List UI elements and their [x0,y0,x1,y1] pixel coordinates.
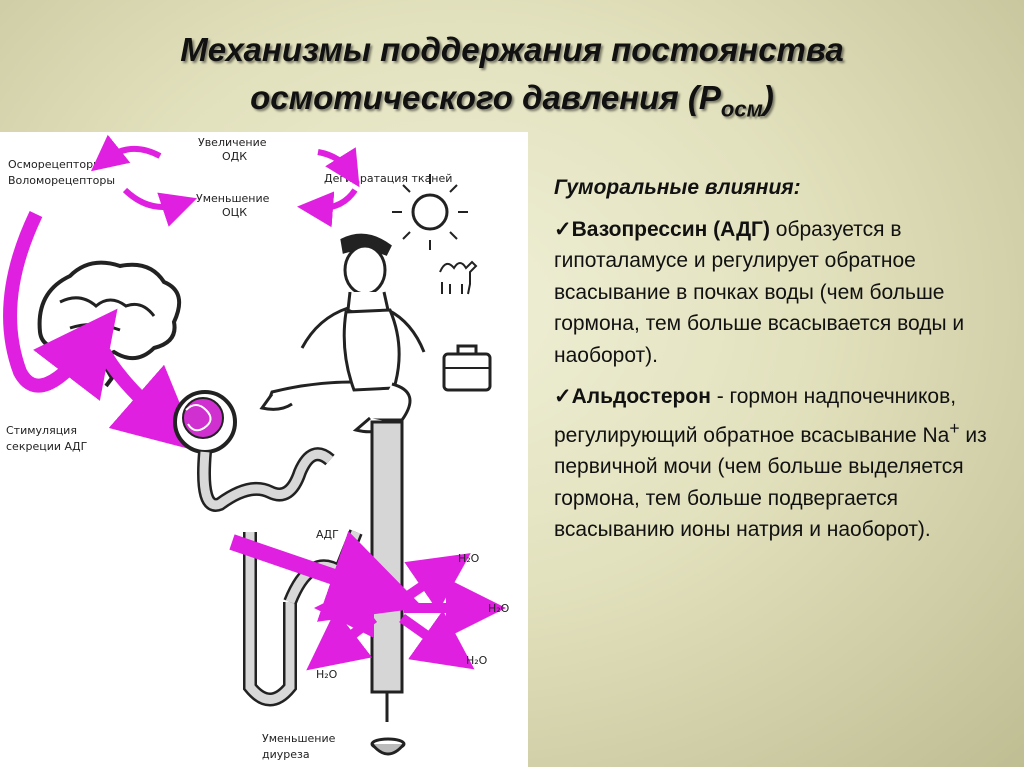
label-osmoreceptors-2: Воломорецепторы [8,174,115,187]
water-arrow-down-left [306,609,378,671]
checkmark-icon: ✓ [554,385,572,408]
camel-icon [439,260,478,295]
title-subscript: осм [720,96,763,122]
label-water-2: H₂O [488,602,510,615]
glomerulus-illustration [173,390,237,454]
collecting-duct [370,420,404,722]
label-decrease-1: Уменьшение [196,192,270,205]
label-diuresis-1: Уменьшение [262,732,336,745]
label-water-1: H₂O [458,552,480,565]
label-increase-2: ОДК [222,150,247,163]
arrow-to-brain [3,210,118,401]
label-water-4: H₂O [316,668,338,681]
sodium-charge: + [949,417,960,438]
label-dehydration: Дегидратация тканей [324,172,452,185]
label-adh: АДГ [316,528,339,541]
label-osmoreceptors-1: Осморецепторы [8,158,102,171]
cycle-arrow-top-left [90,134,162,172]
title-line-2: осмотического давления (Росм) [250,79,774,122]
dehydrated-man-figure [259,233,426,434]
water-arrow-down-right [399,610,475,670]
cycle-arrow-top-right [317,147,360,188]
label-stimulation-2: секреции АДГ [6,440,88,453]
urine-vessel-icon [370,737,406,756]
slide-title: Механизмы поддержания постоянства осмоти… [0,26,1024,134]
cycle-arrow-bottom-right [297,188,358,228]
suitcase-icon [442,344,492,392]
checkmark-icon: ✓ [554,217,572,241]
water-arrow-up-right [399,553,471,612]
aldosterone-paragraph: ✓Альдостерон - гормон надпочечников, рег… [554,381,994,546]
aldosterone-description-a: - гормон надпочечников, регулирующий обр… [554,385,957,447]
label-decrease-2: ОЦК [222,206,247,219]
vasopressin-term: Вазопрессин (АДГ) [571,217,770,241]
vasopressin-paragraph: ✓Вазопрессин (АДГ) образуется в гипотала… [554,214,994,372]
title-line-1: Механизмы поддержания постоянства [180,31,844,68]
humoral-heading: Гуморальные влияния: [554,176,801,199]
label-stimulation-1: Стимуляция [6,424,77,437]
aldosterone-term: Альдостерон [571,385,711,408]
aldosterone-description-b: из первичной мочи (чем больше выделяется… [554,423,987,542]
arrow-to-kidney [97,348,200,452]
sun-icon [392,174,468,250]
humoral-text-block: Гуморальные влияния: ✓Вазопрессин (АДГ) … [554,172,994,556]
vasopressin-description: образуется в гипоталамусе и регулирует о… [554,217,965,367]
label-diuresis-2: диуреза [262,748,310,761]
cycle-arrow-bottom-left [122,187,198,227]
label-increase-1: Увеличение [198,136,267,149]
osmotic-regulation-illustration: Осморецепторы Воломорецепторы Увеличение… [0,132,528,767]
label-water-3: H₂O [466,654,488,667]
